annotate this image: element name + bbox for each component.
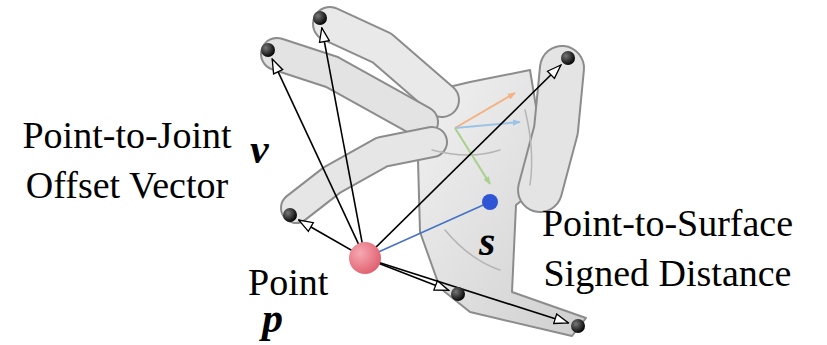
thumb-outline <box>540 68 562 190</box>
caption-label: Point <box>248 262 328 302</box>
offset-vector <box>365 65 561 258</box>
joint-dot <box>313 11 327 25</box>
symbol-label: s <box>479 220 495 262</box>
finger-outline <box>277 54 422 122</box>
caption-label: Point-to-Joint Offset Vector <box>2 110 252 210</box>
mesh-crease <box>432 150 500 155</box>
query-point <box>349 242 381 274</box>
symbol-label: v <box>250 128 269 170</box>
distance-line <box>365 202 490 258</box>
finger <box>296 142 432 208</box>
joint-dot <box>451 287 465 301</box>
joint-dot <box>571 319 585 333</box>
joint-dot <box>283 208 297 222</box>
thumb <box>540 68 562 190</box>
symbol-label: p <box>262 298 283 338</box>
offset-vector <box>322 28 365 258</box>
caption-label: Point-to-Surface Signed Distance <box>515 198 820 298</box>
offset-vector <box>365 258 569 323</box>
joint-dot <box>561 51 575 65</box>
surface-arrow <box>455 128 490 184</box>
offset-vector <box>272 59 365 258</box>
finger <box>277 54 422 122</box>
joint-dot <box>261 43 275 57</box>
surface-point <box>482 194 498 210</box>
mesh-crease <box>525 110 532 185</box>
finger-outline <box>296 142 432 208</box>
surface-arrow <box>455 122 520 128</box>
